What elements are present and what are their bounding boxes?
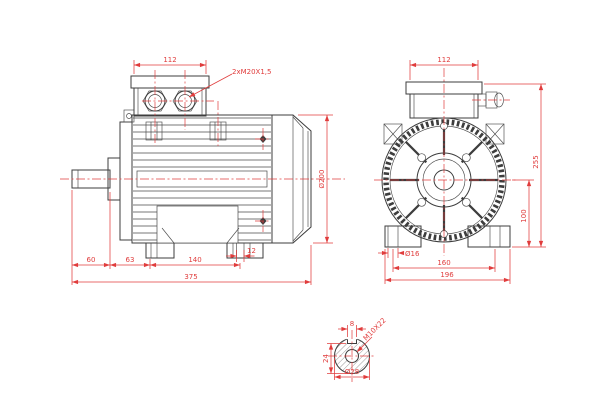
side-view-dimensions: 112 2xM20X1,5 Ø200 12 60 63 140 bbox=[71, 56, 333, 285]
dim-shaft-height: 100 bbox=[520, 209, 528, 222]
feet-front bbox=[384, 225, 511, 248]
dim-shaft-to-foot: 63 bbox=[126, 256, 135, 264]
motor-front-view: 112 255 100 Ø16 160 196 bbox=[374, 56, 546, 284]
dim-overall-width: 196 bbox=[440, 271, 454, 279]
dim-foot-length: 140 bbox=[188, 256, 201, 264]
end-shield bbox=[119, 121, 133, 241]
dim-foot-hole-spacing: 160 bbox=[437, 259, 450, 267]
dim-tapped-hole: M10X22 bbox=[362, 316, 388, 342]
terminal-box-side bbox=[130, 70, 219, 146]
shaft-end-section: 8 M10X22 24 Ø28 bbox=[322, 316, 388, 382]
rating-plate bbox=[156, 205, 239, 244]
dim-gland-thread: 2xM20X1,5 bbox=[232, 68, 271, 76]
dim-foot-hole-diameter: Ø16 bbox=[405, 250, 420, 258]
dim-keyway-depth: 24 bbox=[322, 354, 330, 363]
motor-body bbox=[131, 114, 273, 244]
dim-overall-length: 375 bbox=[184, 273, 197, 281]
dim-overall-height: 255 bbox=[532, 155, 540, 168]
feet-side bbox=[145, 227, 264, 259]
dim-shaft-diameter: Ø28 bbox=[345, 368, 359, 376]
cable-gland-front bbox=[472, 91, 510, 109]
dim-frame-diameter: Ø200 bbox=[318, 170, 326, 189]
front-view-dimensions: 112 255 100 Ø16 160 196 bbox=[378, 56, 546, 284]
dim-box-width-side: 112 bbox=[163, 56, 176, 64]
terminal-box-front bbox=[405, 81, 510, 119]
dim-foot-slot-width: 12 bbox=[247, 247, 256, 255]
dim-box-width-front: 112 bbox=[437, 56, 450, 64]
motor-side-view: 112 2xM20X1,5 Ø200 12 60 63 140 bbox=[60, 56, 345, 285]
dim-keyway-width: 8 bbox=[350, 320, 354, 328]
dim-shaft-extension: 60 bbox=[87, 256, 96, 264]
